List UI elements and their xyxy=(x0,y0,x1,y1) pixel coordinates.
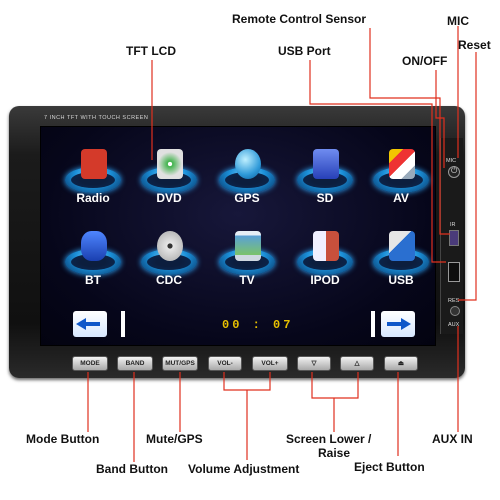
volume-down-button[interactable]: VOL- xyxy=(208,356,242,371)
mute-gps-button[interactable]: MUT/GPS xyxy=(162,356,198,371)
panel-aux-label: AUX xyxy=(448,322,460,328)
mute-gps-callout: Mute/GPS xyxy=(146,432,203,446)
back-arrow-button[interactable] xyxy=(73,311,107,337)
right-arrow-icon xyxy=(401,318,411,330)
forward-bar xyxy=(371,311,375,337)
bluetooth-icon xyxy=(81,231,107,261)
gps-label: GPS xyxy=(234,191,260,205)
tv-tile[interactable]: TV xyxy=(217,229,277,289)
volume-adjustment-callout: Volume Adjustment xyxy=(188,462,300,476)
usb-tile[interactable]: USB xyxy=(371,229,431,289)
band-button[interactable]: BAND xyxy=(117,356,153,371)
tft-lcd-callout: TFT LCD xyxy=(126,44,176,58)
tft-screen: Radio DVD GPS SD AV BT CDC TV IPOD USB xyxy=(40,126,436,346)
gps-tile[interactable]: GPS xyxy=(217,147,277,207)
eject-button[interactable]: ⏏ xyxy=(384,356,418,371)
av-cable-icon xyxy=(389,149,415,179)
remote-sensor-callout: Remote Control Sensor xyxy=(232,12,367,26)
mic-callout: MIC xyxy=(447,14,469,28)
usb-port[interactable] xyxy=(448,262,460,282)
screen-raise-callout: Raise xyxy=(318,446,351,460)
power-icon: ⏻ xyxy=(451,166,458,175)
dvd-label: DVD xyxy=(156,191,182,205)
bt-label: BT xyxy=(85,273,101,287)
radio-tile[interactable]: Radio xyxy=(63,147,123,207)
ipod-icon xyxy=(313,231,339,261)
left-arrow-icon xyxy=(76,318,86,330)
mode-button-callout: Mode Button xyxy=(26,432,100,446)
usb-port-callout: USB Port xyxy=(278,44,331,58)
ipod-tile[interactable]: IPOD xyxy=(295,229,355,289)
screen-raise-button[interactable]: △ xyxy=(340,356,374,371)
av-label: AV xyxy=(393,191,409,205)
band-button-callout: Band Button xyxy=(96,462,168,476)
usb-label: USB xyxy=(388,273,414,287)
mode-button[interactable]: MODE xyxy=(72,356,108,371)
bt-tile[interactable]: BT xyxy=(63,229,123,289)
onoff-callout: ON/OFF xyxy=(402,54,448,68)
panel-ir-label: IR xyxy=(450,222,456,228)
cd-changer-icon xyxy=(157,231,183,261)
sd-tile[interactable]: SD xyxy=(295,147,355,207)
usb-icon xyxy=(389,231,415,261)
aux-in-callout: AUX IN xyxy=(432,432,473,446)
cdc-tile[interactable]: CDC xyxy=(139,229,199,289)
tv-label: TV xyxy=(239,273,255,287)
panel-mic-label: MIC xyxy=(446,158,457,164)
dvd-icon xyxy=(157,149,183,179)
panel-res-label: RES xyxy=(448,298,460,304)
aux-jack[interactable] xyxy=(450,306,460,316)
volume-up-button[interactable]: VOL+ xyxy=(252,356,288,371)
forward-arrow-button[interactable] xyxy=(381,311,415,337)
ir-sensor xyxy=(449,230,459,246)
screen-lower-button[interactable]: ▽ xyxy=(297,356,331,371)
tv-icon xyxy=(235,231,261,261)
bezel-label: 7 INCH TFT WITH TOUCH SCREEN xyxy=(44,115,149,121)
eject-button-callout: Eject Button xyxy=(354,460,425,474)
sd-card-icon xyxy=(313,149,339,179)
radio-icon xyxy=(81,149,107,179)
timer-display: 00 : 07 xyxy=(222,318,294,332)
ipod-label: IPOD xyxy=(310,273,340,287)
av-tile[interactable]: AV xyxy=(371,147,431,207)
reset-callout: Reset xyxy=(458,38,491,52)
power-button[interactable]: ⏻ xyxy=(448,166,460,178)
back-bar xyxy=(121,311,125,337)
dvd-tile[interactable]: DVD xyxy=(139,147,199,207)
cdc-label: CDC xyxy=(156,273,182,287)
sd-label: SD xyxy=(316,191,334,205)
radio-label: Radio xyxy=(76,191,110,205)
globe-icon xyxy=(235,149,261,179)
screen-lower-callout: Screen Lower / xyxy=(286,432,372,446)
